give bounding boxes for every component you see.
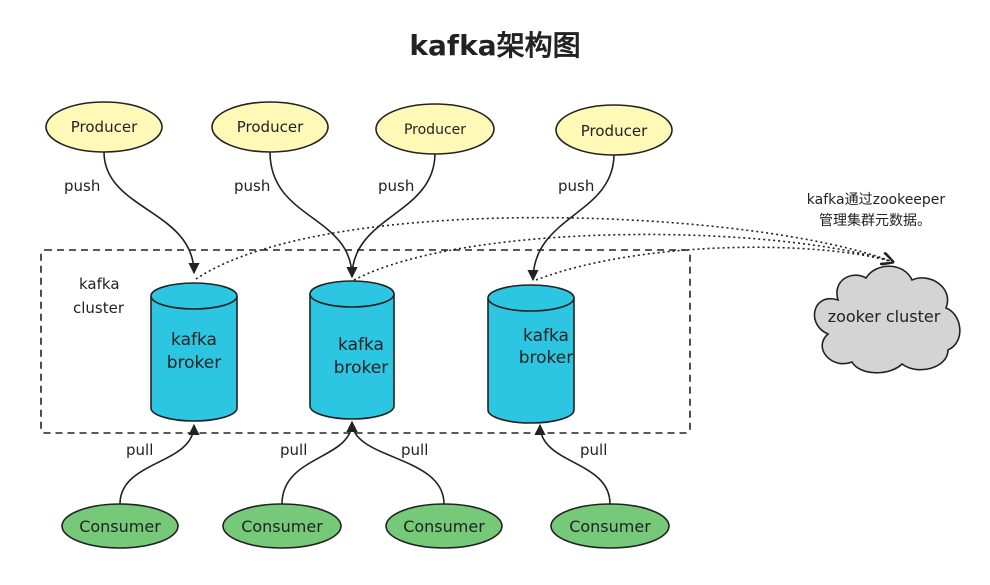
broker-label-line2: broker [519,348,574,368]
broker-label-line2: broker [334,358,389,378]
page-title: kafka架构图 [409,29,581,62]
pull-edge-1 [119,423,200,505]
broker-label-line1: kafka [171,330,217,350]
producer-node-3: Producer [375,103,495,155]
pull-label-3: pull [401,441,428,459]
cluster-label-line1: kafka [79,275,120,293]
producer-node-1: Producer [45,101,163,153]
pull-edge-3 [346,420,445,505]
consumer-node-1: Consumer [61,503,179,549]
producer-label: Producer [404,122,466,138]
cluster-label-line2: cluster [73,299,125,317]
push-label-3: push [378,177,414,195]
zk-edge-1 [195,216,893,280]
consumer-label: Consumer [403,517,485,536]
zookeeper-edges [195,216,893,281]
push-edge-3 [346,152,436,279]
pull-edge-2 [281,420,358,505]
broker-node-1: kafka broker [150,282,238,422]
zookeeper-cloud-node: zooker cluster [813,265,961,374]
broker-node-3: kafka broker [487,284,575,424]
consumer-node-2: Consumer [222,503,342,549]
consumer-label: Consumer [569,517,651,536]
consumer-label: Consumer [79,517,161,536]
producer-node-4: Producer [555,104,673,156]
cloud-shape [813,265,961,374]
zk-edge-3 [535,246,893,281]
pull-label-2: pull [280,441,307,459]
zookeeper-label: zooker cluster [828,307,941,326]
broker-label-line1: kafka [523,326,569,346]
consumer-node-3: Consumer [385,503,503,549]
consumer-label: Consumer [241,517,323,536]
push-label-4: push [558,177,594,195]
producer-label: Producer [237,118,304,136]
producer-label: Producer [581,122,648,140]
push-edge-2 [269,151,358,279]
broker-label-line1: kafka [338,335,384,355]
push-edge-4 [527,153,615,282]
zookeeper-note-line1: kafka通过zookeeper [807,192,946,208]
push-label-2: push [234,177,270,195]
producer-node-2: Producer [211,101,329,153]
broker-node-2: kafka broker [309,280,395,420]
pull-edges [119,420,611,505]
pull-label-1: pull [126,441,153,459]
zk-edge-2 [353,233,893,281]
pull-label-4: pull [580,441,607,459]
zookeeper-note-line2: 管理集群元数据。 [819,212,931,229]
push-edge-1 [103,151,200,275]
push-edges [103,151,615,282]
pull-edge-4 [534,423,611,505]
broker-label-line2: broker [167,353,222,373]
consumer-node-4: Consumer [550,503,670,549]
push-label-1: push [64,177,100,195]
producer-label: Producer [71,118,138,136]
kafka-cluster-boundary [40,249,691,434]
